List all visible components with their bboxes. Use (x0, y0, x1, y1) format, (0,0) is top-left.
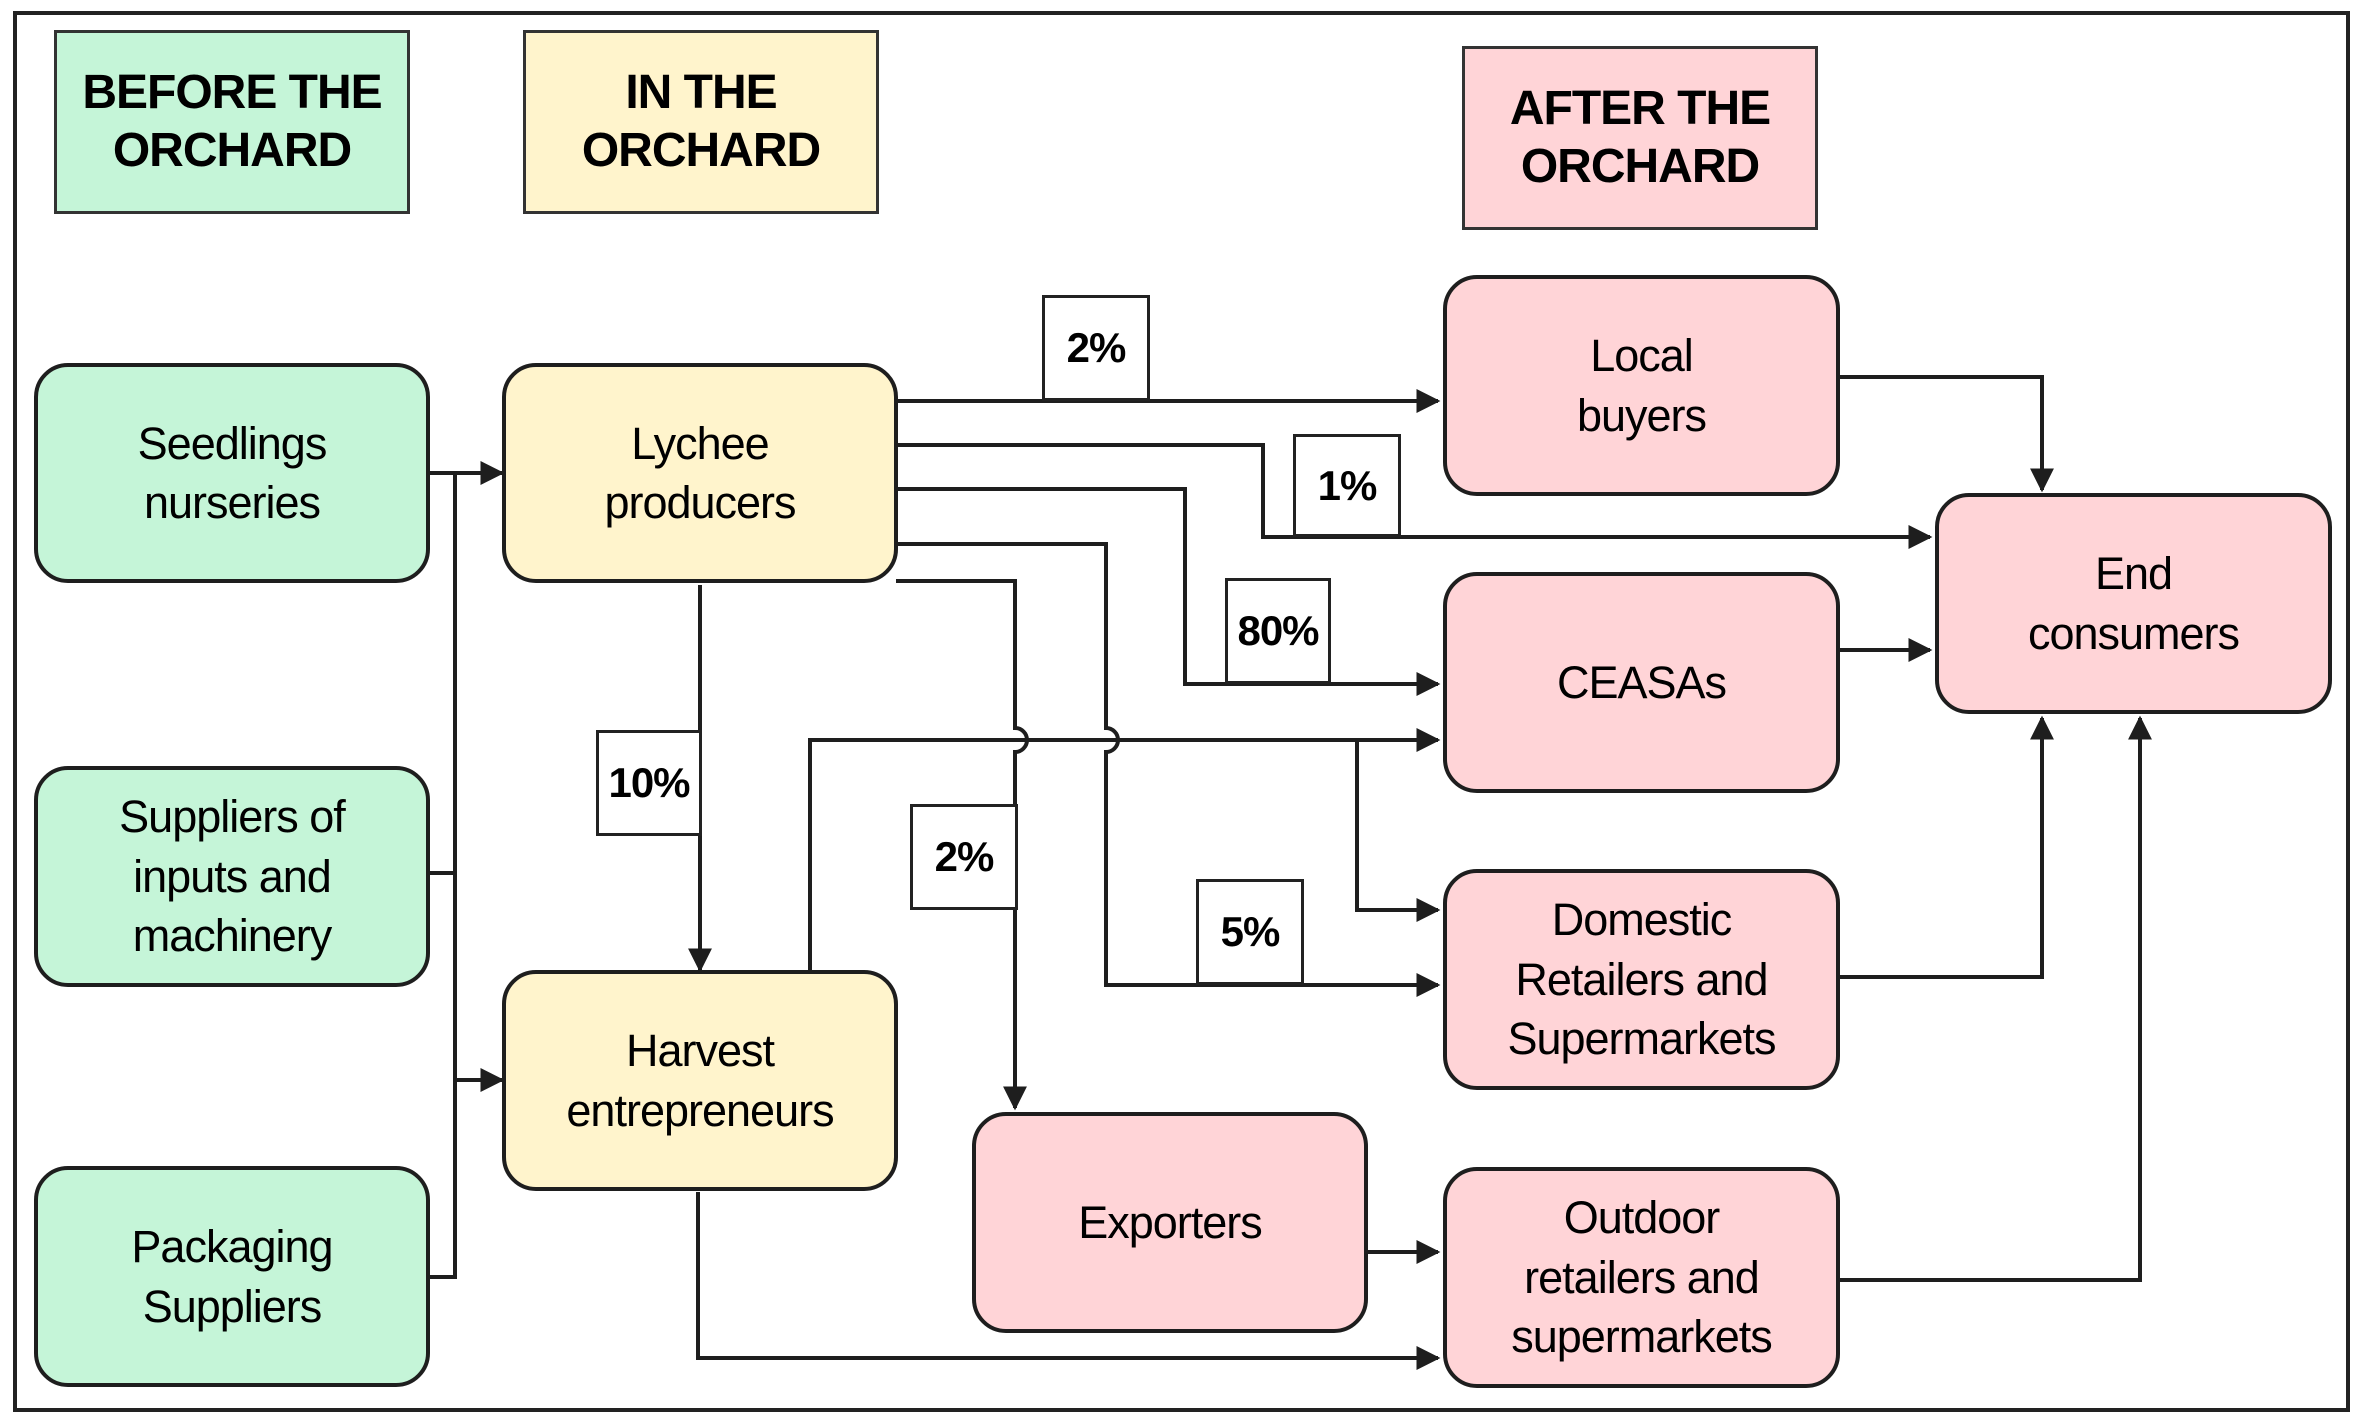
percent-label-end-consumers: 1% (1293, 434, 1401, 537)
arrow-harvest-domestic (1355, 740, 1441, 922)
arrow-producers-ceasas (896, 487, 1441, 696)
arrow-harvest-outdoor (696, 1192, 1441, 1370)
node-seedlings-nurseries: Seedlings nurseries (34, 363, 430, 583)
arrow-local-consumers (1840, 375, 2054, 493)
stage-in-orchard: IN THE ORCHARD (523, 30, 879, 214)
node-ceasas: CEASAs (1443, 572, 1840, 793)
arrow-producers-consumers (896, 443, 1933, 549)
node-end-consumers: End consumers (1935, 493, 2332, 714)
node-lychee-producers: Lychee producers (502, 363, 898, 583)
arrow-harvest-ceasas (808, 728, 1441, 970)
percent-label-ceasas: 80% (1225, 578, 1331, 684)
percent-label-local-buyers: 2% (1042, 295, 1150, 401)
arrow-domestic-consumers (1840, 715, 2054, 979)
percent-label-domestic-retailers: 5% (1196, 879, 1304, 985)
node-packaging-suppliers: Packaging Suppliers (34, 1166, 430, 1387)
stage-before-orchard: BEFORE THE ORCHARD (54, 30, 410, 214)
node-domestic-retailers-supermarkets: Domestic Retailers and Supermarkets (1443, 869, 1840, 1090)
node-suppliers-inputs-machinery: Suppliers of inputs and machinery (34, 766, 430, 987)
node-local-buyers: Local buyers (1443, 275, 1840, 496)
node-harvest-entrepreneurs: Harvest entrepreneurs (502, 970, 898, 1191)
diagram-frame (13, 11, 2350, 1412)
percent-label-harvest-entrepreneurs: 10% (596, 730, 702, 836)
arrow-outdoor-consumers (1840, 715, 2152, 1282)
node-exporters: Exporters (972, 1112, 1368, 1333)
supplier-bus-line (428, 471, 457, 1279)
stage-after-orchard: AFTER THE ORCHARD (1462, 46, 1818, 230)
node-outdoor-retailers-supermarkets: Outdoor retailers and supermarkets (1443, 1167, 1840, 1388)
percent-label-exporters: 2% (910, 804, 1018, 910)
